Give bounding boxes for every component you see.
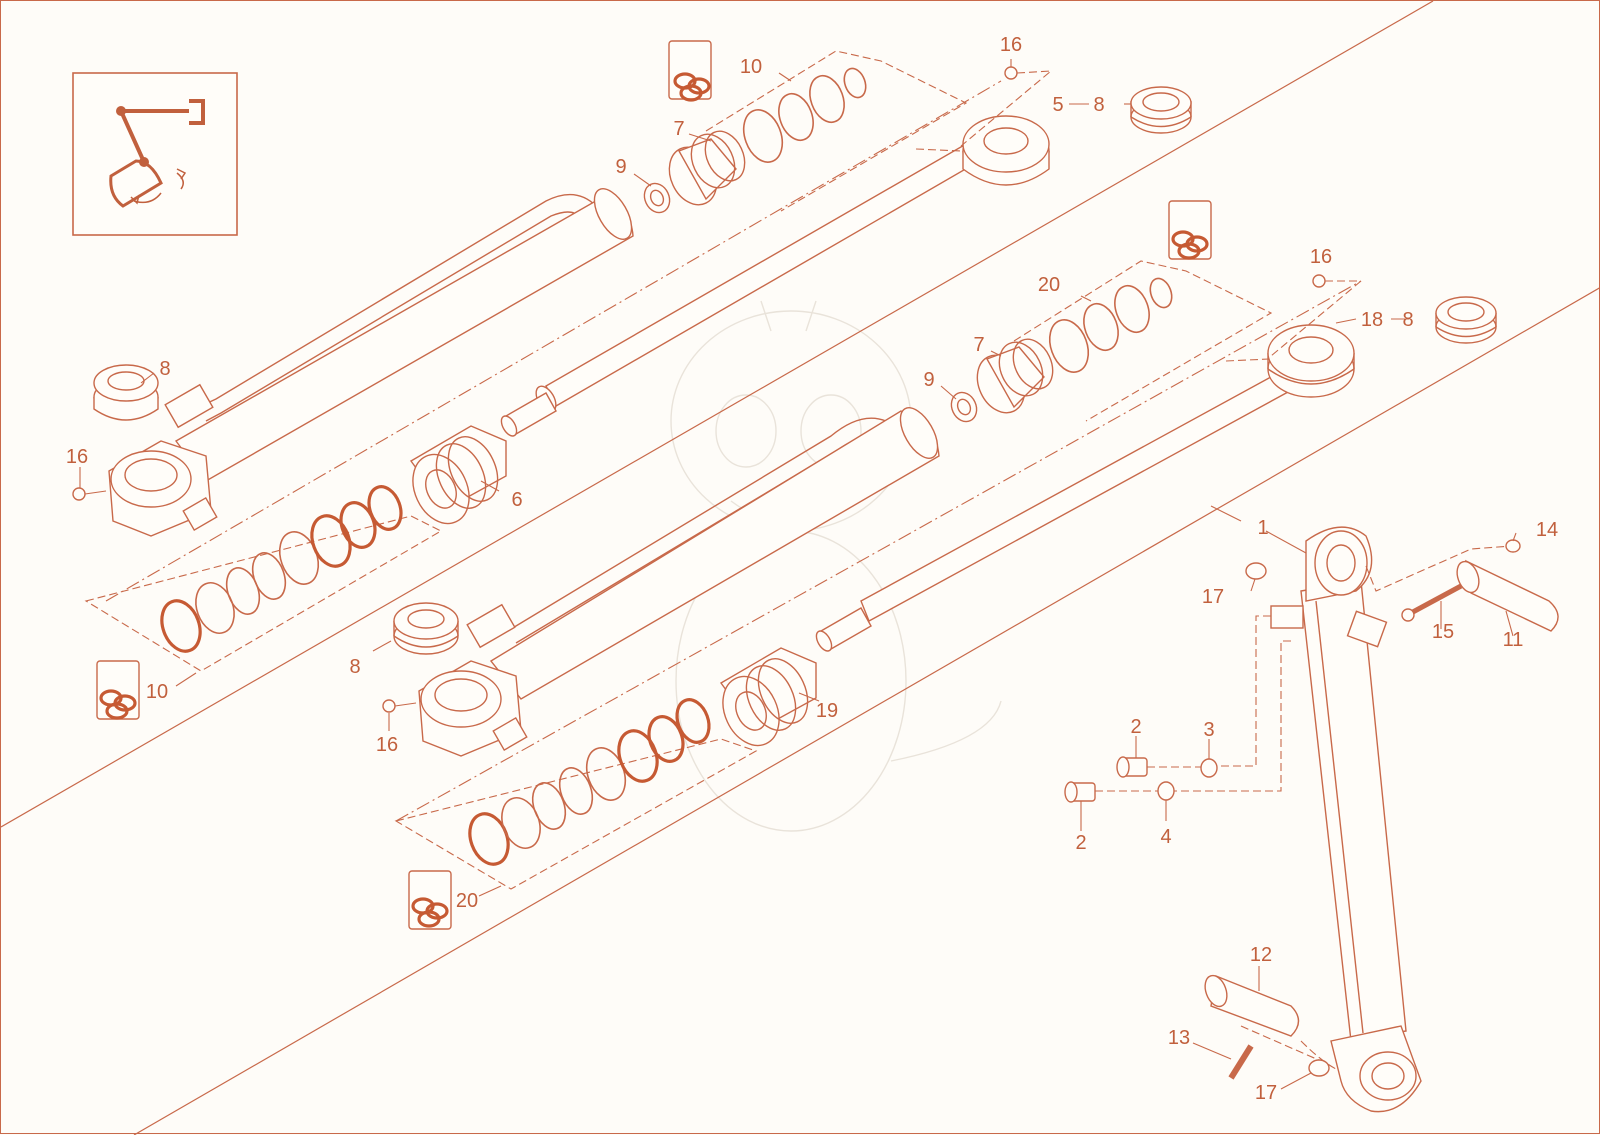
upper-seal-kit-10-rings [84,485,443,672]
middle-seal-kit-20-rings [394,698,758,890]
label-9-top: 9 [615,156,626,178]
label-13: 13 [1168,1027,1190,1049]
label-18: 18 [1361,309,1383,331]
label-7-mid: 7 [973,334,984,356]
upper-piston-6 [409,425,507,525]
label-14: 14 [1536,519,1558,541]
label-17-top: 17 [1202,586,1224,608]
upper-cylinder-assembly [72,40,1192,720]
pin-11 [1456,559,1559,632]
middle-grease-nipple-16 [382,699,417,713]
middle-pipe [510,417,887,630]
seal-kit-bag-icon-middle [1168,200,1212,260]
fitting-2-b [1064,781,1096,803]
upper-seal-kit-10-top-rings [705,50,968,212]
fitting-2-a [1116,756,1148,778]
middle-bushing-8 [393,602,459,655]
label-2-b: 2 [1075,832,1086,854]
label-16-top: 16 [1000,34,1022,56]
label-11: 11 [1503,629,1524,651]
label-8-left: 8 [159,358,170,380]
label-4: 4 [1160,826,1171,848]
label-16-left: 16 [66,446,88,468]
boom-and-bucket-icon [72,72,238,236]
upper-nut-9 [643,182,671,214]
upper-bushing-8 [93,364,159,421]
separator-line-2 [133,286,1600,1135]
separator-line-1 [1,1,1434,828]
seal-kit-bag-icon-left [96,660,140,720]
label-1: 1 [1257,517,1268,539]
middle-rod-eye-18 [1267,324,1355,398]
label-6: 6 [511,489,522,511]
label-20-top: 20 [1038,274,1060,296]
label-3: 3 [1203,719,1214,741]
label-15: 15 [1432,621,1454,643]
clip-17-top [1245,562,1267,580]
upper-axis-line [105,80,1002,602]
nut-14 [1505,539,1521,553]
upper-gland-7 [668,130,746,206]
label-10-left: 10 [146,681,168,703]
part-labels: 16 10 5 8 7 9 8 16 6 10 20 16 18 8 7 9 8… [66,34,1558,1104]
middle-cylinder-assembly [382,200,1497,930]
label-16-mid: 16 [1310,246,1332,268]
label-20-low: 20 [456,890,478,912]
label-7-top: 7 [673,118,684,140]
seal-kit-bag-icon-bottom [408,870,452,930]
assembled-cylinder [1171,526,1512,1113]
label-10-top: 10 [740,56,762,78]
pin-13 [1228,1044,1254,1080]
label-5: 5 [1052,94,1063,116]
label-12: 12 [1250,944,1272,966]
label-9-mid: 9 [923,369,934,391]
middle-gland-7 [976,338,1054,414]
upper-grease-nipple-16-left [72,487,107,501]
label-8-mid: 8 [349,656,360,678]
middle-bushing-8-right [1435,296,1497,344]
label-17-low: 17 [1255,1082,1277,1104]
fitting-4 [1157,781,1175,801]
middle-nut-9 [950,391,978,423]
seal-kit-bag-icon-top [668,40,712,102]
leader-lines [79,59,1517,1090]
middle-rod [860,365,1300,622]
label-16-low: 16 [376,734,398,756]
upper-bushing-8-right [1130,86,1192,134]
upper-barrel [174,197,634,482]
upper-rod-eye-5 [962,115,1050,186]
assembled-barrel [1300,580,1407,1042]
pin-12 [1204,974,1300,1037]
middle-axis-line [395,280,1362,822]
middle-piston-19 [719,647,817,747]
middle-barrel [489,410,940,700]
label-8-right: 8 [1402,309,1413,331]
label-2-a: 2 [1130,716,1141,738]
fitting-3 [1200,758,1218,778]
upper-pipe [200,193,597,407]
bolt-15 [1401,583,1463,622]
middle-seal-kit-20-top-rings [1013,260,1273,422]
middle-grease-nipple-16-top [1225,274,1363,362]
label-19: 19 [816,700,838,722]
clip-17-low [1308,1059,1330,1077]
label-8-top: 8 [1093,94,1104,116]
